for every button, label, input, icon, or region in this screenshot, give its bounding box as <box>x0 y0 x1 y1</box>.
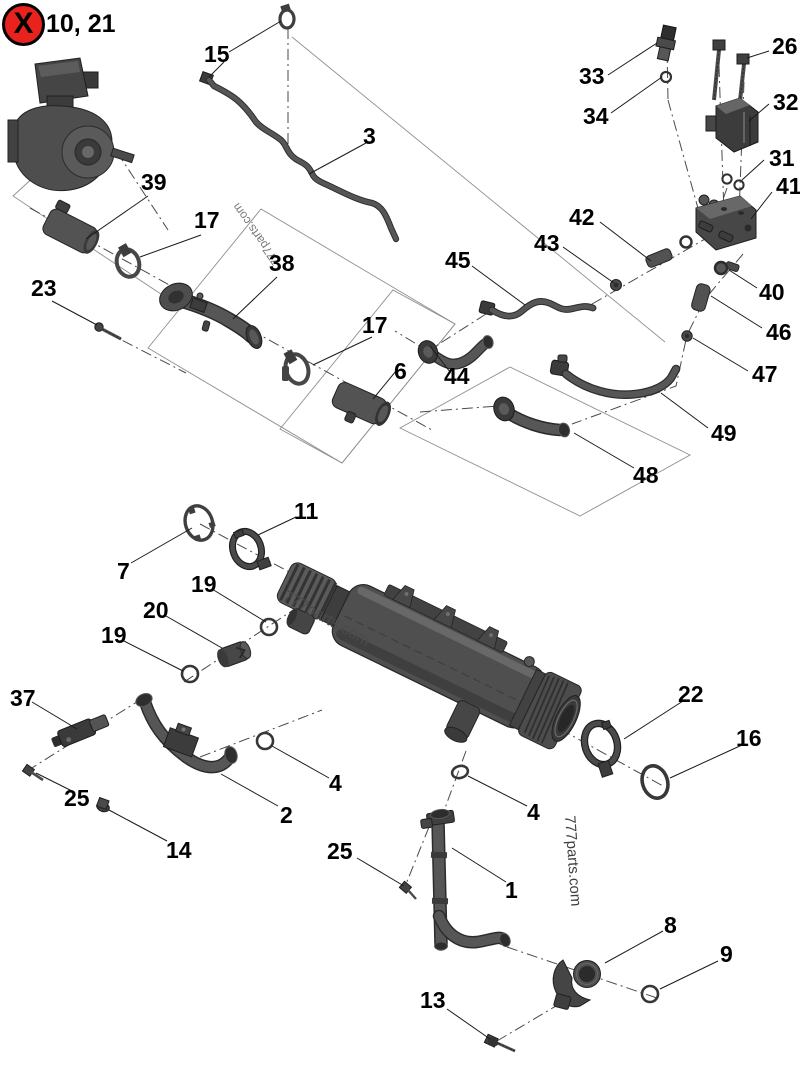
part-48-elbow-hose <box>493 396 571 438</box>
part-19-oring-b <box>180 664 200 684</box>
part-17-clamp-b <box>282 349 311 386</box>
leader-lines <box>31 20 773 1040</box>
part-17-clamp-a <box>114 243 142 279</box>
callout-8: 8 <box>664 912 677 938</box>
badge-ref-numbers: 10, 21 <box>46 10 116 38</box>
part-14-bolt <box>95 796 110 813</box>
callout-26: 26 <box>772 33 798 59</box>
part-16-seal-ring <box>640 764 670 800</box>
part-47-nut <box>681 330 693 342</box>
callout-42: 42 <box>569 204 595 230</box>
part-26-bolts <box>712 39 750 111</box>
part-1-tube <box>420 808 511 951</box>
callout-4-a: 4 <box>329 770 342 796</box>
part-4-oring-a <box>255 731 275 751</box>
part-37-sensor <box>51 714 110 747</box>
callout-45: 45 <box>445 247 471 273</box>
callout-2: 2 <box>280 802 293 828</box>
part-40-fitting <box>713 260 740 276</box>
callout-41: 41 <box>776 173 800 199</box>
part-23-bolt <box>94 322 122 341</box>
part-42-sleeve <box>645 248 673 268</box>
part-6-hose <box>331 381 391 426</box>
callout-11: 11 <box>294 498 319 524</box>
callout-47: 47 <box>752 361 778 387</box>
callout-6: 6 <box>394 358 407 384</box>
part-22-clamp <box>580 719 622 778</box>
part-2-pipe <box>135 692 238 774</box>
part-13-bolt <box>483 1033 516 1053</box>
part-manifold <box>276 562 582 750</box>
part-44-elbow-hose <box>417 335 494 370</box>
callout-16: 16 <box>736 725 762 751</box>
callout-48: 48 <box>633 462 659 488</box>
callout-32: 32 <box>773 89 799 115</box>
not-serviced-badge: X <box>2 3 45 46</box>
callout-7: 7 <box>117 558 130 584</box>
part-41-block <box>679 194 757 251</box>
part-49-tube <box>549 354 681 399</box>
callout-19-a: 19 <box>191 571 217 597</box>
callout-13: 13 <box>420 987 446 1013</box>
part-9-oring <box>640 984 660 1004</box>
callout-46: 46 <box>766 319 792 345</box>
callout-19-b: 19 <box>101 622 127 648</box>
part-39-hose <box>42 199 100 254</box>
callout-37: 37 <box>10 685 36 711</box>
part-45-tube <box>478 298 597 320</box>
centerline-axes <box>26 28 745 1042</box>
callout-33: 33 <box>579 63 605 89</box>
callout-38: 38 <box>269 250 295 276</box>
part-32-sensor-block <box>705 97 759 153</box>
callout-44: 44 <box>444 363 470 389</box>
part-7-seal-ring <box>183 504 216 542</box>
x-mark-icon: X <box>13 6 34 40</box>
part-11-clamp <box>228 527 272 571</box>
callout-25-b: 25 <box>327 838 353 864</box>
callout-14: 14 <box>166 837 192 863</box>
callout-17-a: 17 <box>194 207 220 233</box>
callout-34: 34 <box>583 103 609 129</box>
part-33-sensor <box>655 24 677 62</box>
callout-9: 9 <box>720 941 733 967</box>
part-31-orings <box>721 173 745 191</box>
callout-15: 15 <box>204 41 230 67</box>
callout-4-b: 4 <box>527 799 540 825</box>
part-15-clamp <box>278 3 296 30</box>
callout-43: 43 <box>534 230 560 256</box>
callout-20: 20 <box>143 597 169 623</box>
callout-22: 22 <box>678 681 704 707</box>
callout-31: 31 <box>769 145 795 171</box>
part-8-bracket <box>552 959 601 1010</box>
callout-39: 39 <box>141 169 167 195</box>
part-19-oring-a <box>259 617 279 637</box>
callout-3: 3 <box>363 123 376 149</box>
part-34-oring <box>659 70 673 84</box>
callout-17-b: 17 <box>362 312 388 338</box>
callout-49: 49 <box>711 420 737 446</box>
part-38-pipe <box>159 282 263 349</box>
part-25-bolt-a <box>21 763 44 782</box>
callout-40: 40 <box>759 279 785 305</box>
callout-23: 23 <box>31 275 57 301</box>
part-46-sleeve <box>691 283 711 312</box>
callout-25-a: 25 <box>64 785 90 811</box>
part-25-bolt-b <box>398 880 417 900</box>
pump-valve-assembly <box>7 57 135 192</box>
part-4-oring-b <box>450 764 470 780</box>
callout-1: 1 <box>505 877 518 903</box>
part-3-tube <box>198 70 400 243</box>
part-20-plug <box>217 641 252 668</box>
